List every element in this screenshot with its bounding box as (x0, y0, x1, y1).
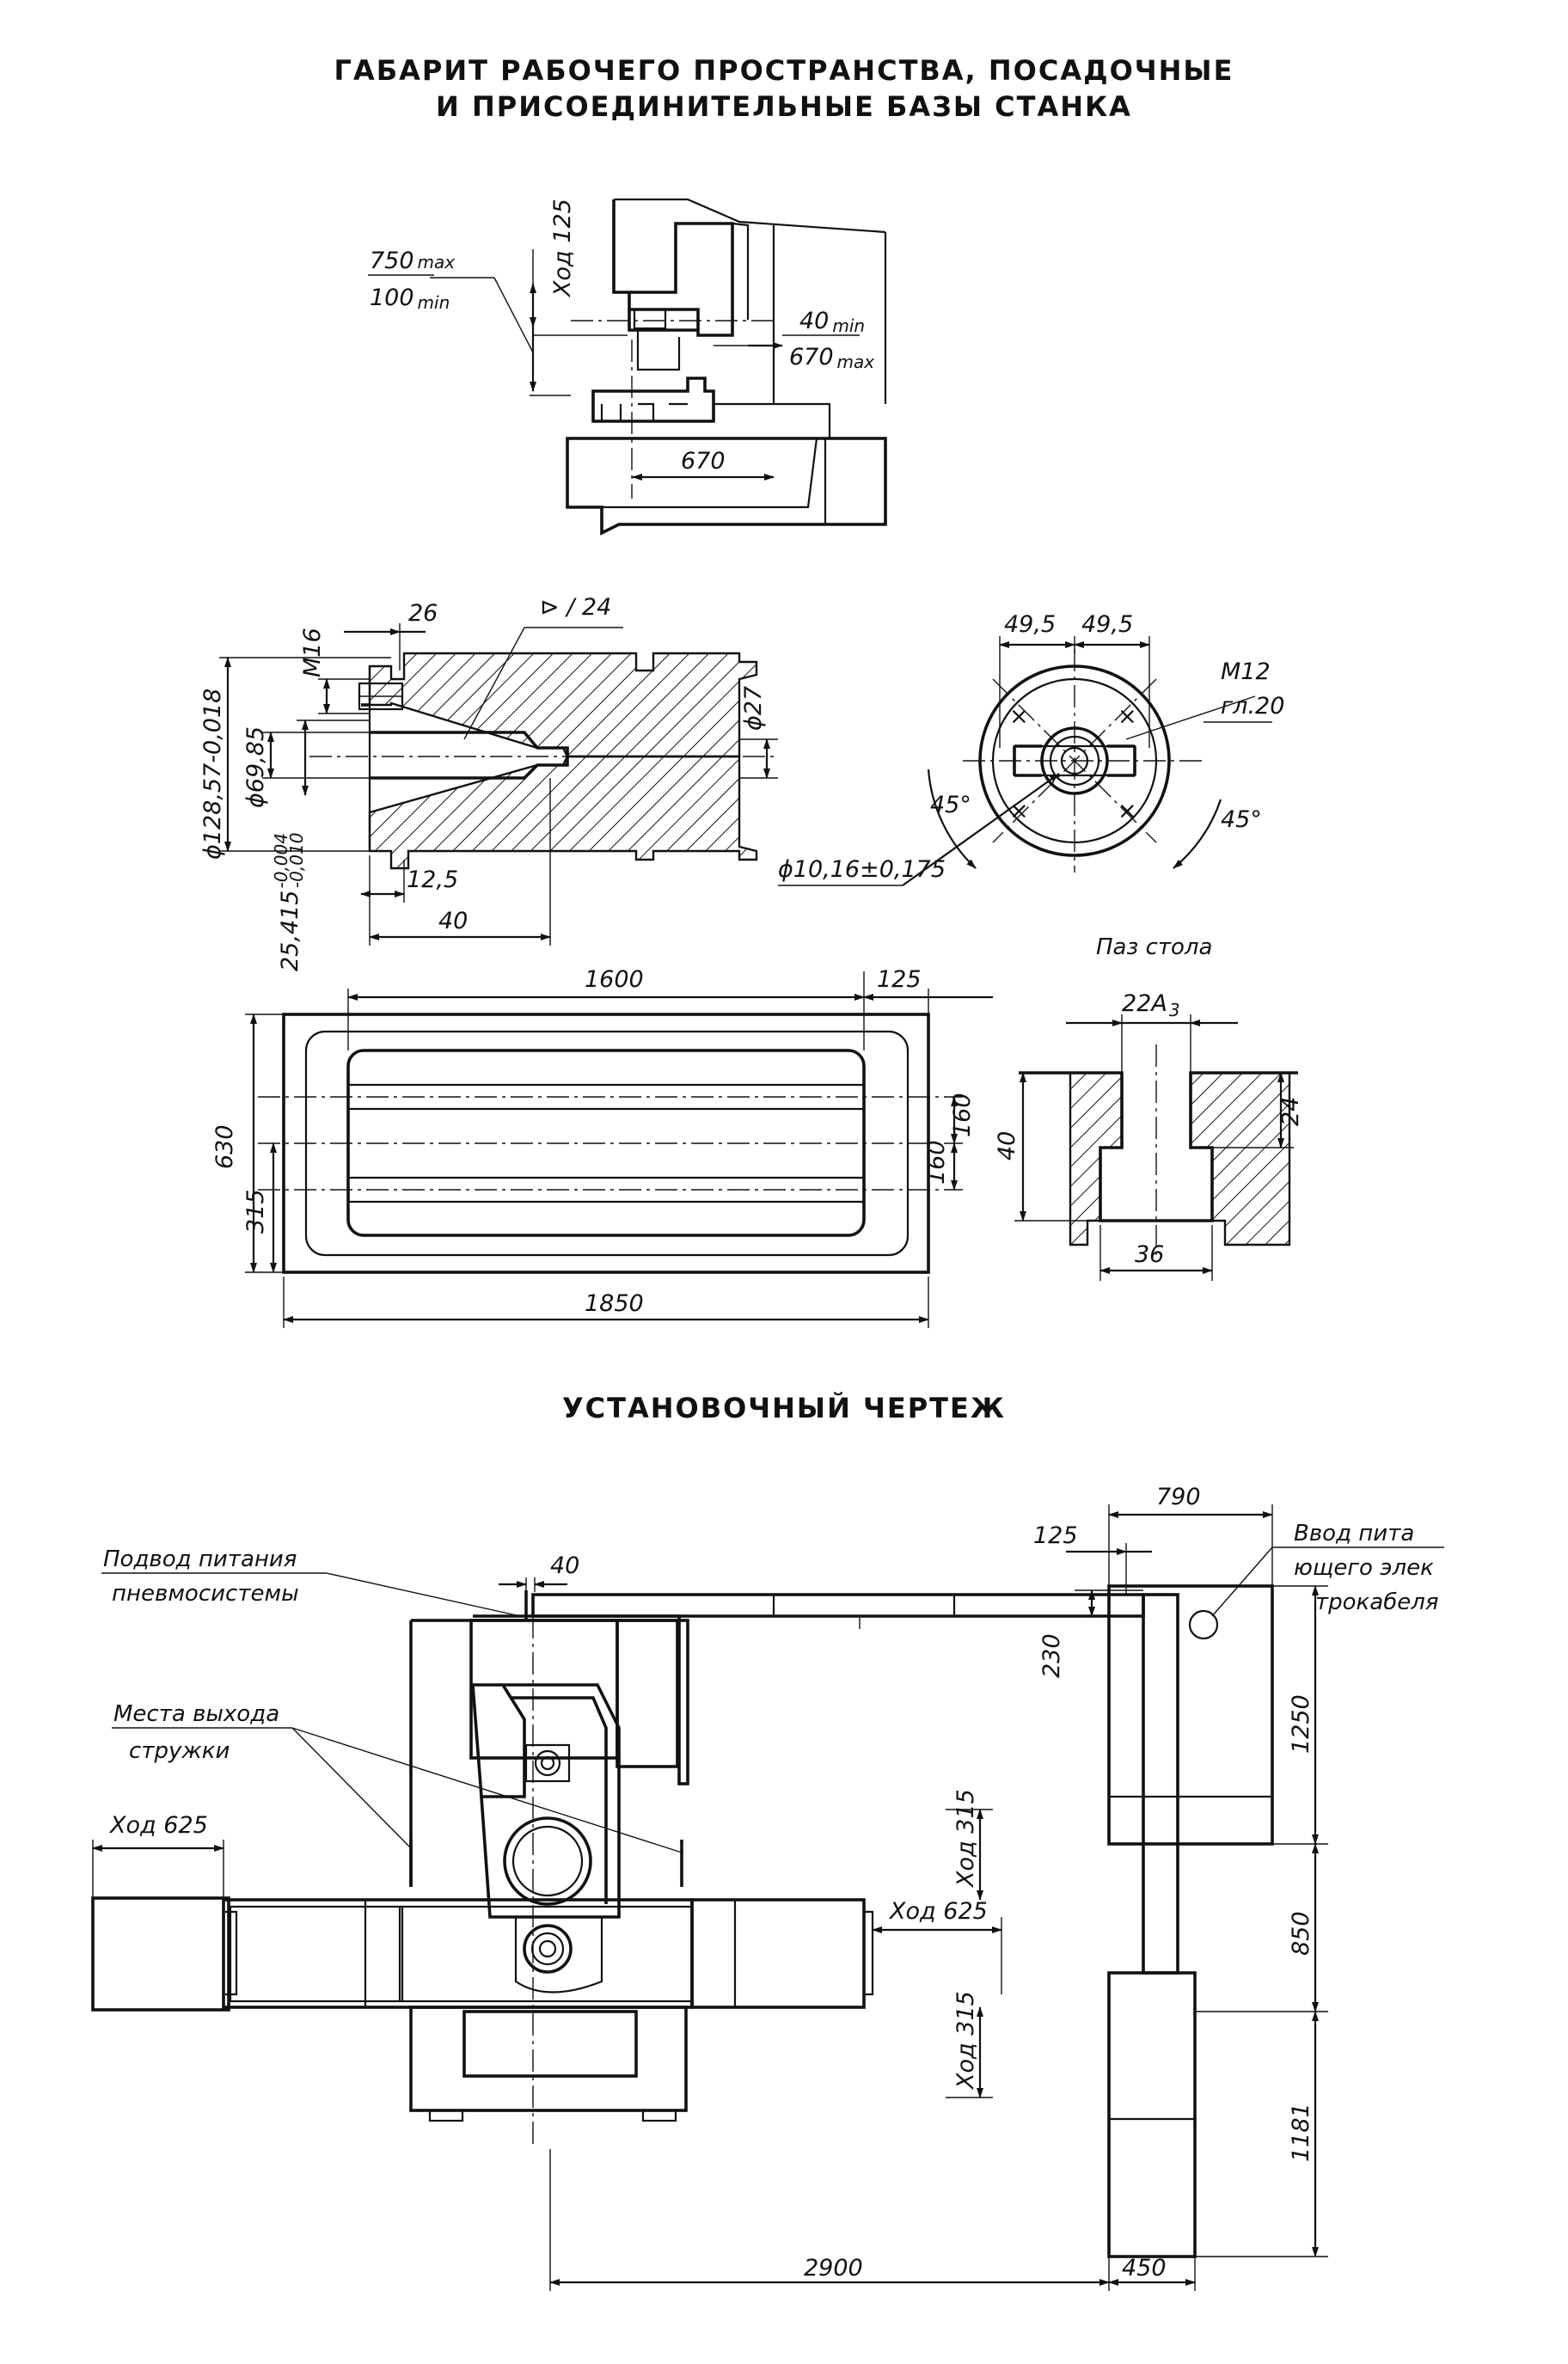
cable-entry-label-line2: ющего элек (1294, 1555, 1434, 1581)
table-slot-section (1014, 1014, 1298, 1281)
working-length-label: 1600 (585, 966, 644, 993)
svg-text:×: × (1118, 798, 1137, 824)
cabinet-height-middle-label: 850 (1288, 1911, 1314, 1956)
half-spacing-right-label: 49,5 (1081, 611, 1133, 638)
end-offset-label: 125 (877, 966, 922, 993)
lower-cabinet-width-label: 450 (1122, 2255, 1167, 2281)
angle-right-label: 45° (1221, 806, 1262, 833)
spindle-dim-labels: M16 26 ⊳ / 24 ϕ27 ϕ128,57-0,018 ϕ69,85 2… (199, 594, 767, 971)
pilot-length-label: 12,5 (407, 867, 458, 893)
slot-upper-depth-label: 24 (1277, 1097, 1304, 1126)
stroke-x-left-label: Ход 625 (108, 1812, 208, 1839)
taper-diameter-label: ϕ69,85 (242, 726, 269, 808)
installation-plan (91, 1504, 1444, 2291)
half-width-315-label: 315 (242, 1189, 269, 1234)
pilot-diameter-label: 25,415-0,004-0,010 (271, 833, 307, 971)
angle-left-label: 45° (930, 792, 971, 818)
pneumatic-supply-label-line1: Подвод питания (103, 1546, 297, 1572)
cable-entry-label-line3: трокабеля (1315, 1589, 1438, 1615)
cabinet-height-upper-label: 1250 (1288, 1694, 1314, 1754)
stroke-125-label: Ход 125 (549, 199, 576, 298)
chip-exit-label-line2: стружки (129, 1738, 230, 1764)
slot-total-depth-label: 40 (994, 1131, 1020, 1161)
table-slot-title: Паз стола (1096, 934, 1212, 960)
workspace-heading-line2: И ПРИСОЕДИНИТЕЛЬНЫЕ БАЗЫ СТАНКА (436, 90, 1132, 123)
thread-depth-label: гл.20 (1221, 693, 1284, 720)
workspace-heading-line1: ГАБАРИТ РАБОЧЕГО ПРОСТРАНСТВА, ПОСАДОЧНЫ… (334, 54, 1234, 87)
bore-diameter-label: ϕ27 (740, 686, 767, 731)
cabinet-width-label: 790 (1156, 1484, 1201, 1510)
installation-heading: УСТАНОВОЧНЫЙ ЧЕРТЕЖ (561, 1392, 1007, 1424)
pneumatic-supply-label-line2: пневмосистемы (112, 1581, 299, 1607)
overall-length-label: 1850 (585, 1290, 644, 1317)
spindle-face-view: × × × × (778, 636, 1272, 886)
depth-40-label: 40 (438, 908, 468, 934)
taper-label: ⊳ / 24 (540, 594, 611, 621)
table-plan-view (245, 971, 993, 1328)
center-diameter-label: ϕ10,16±0,175 (778, 856, 946, 883)
workspace-side-view (430, 198, 887, 536)
cable-drop-label: 230 (1038, 1633, 1065, 1678)
pneumatic-offset-label: 40 (550, 1553, 579, 1579)
key-width-label: 26 (408, 600, 438, 627)
installation-labels: Подвод питания пневмосистемы 40 Места вы… (103, 1484, 1438, 2281)
cable-offset-label: 125 (1033, 1522, 1078, 1549)
svg-text:×: × (1118, 703, 1137, 730)
stroke-y-lower-label: Ход 315 (952, 1991, 979, 2091)
chip-exit-label-line1: Места выхода (113, 1701, 279, 1727)
m12-label: M12 (1221, 658, 1271, 685)
m16-label: M16 (299, 628, 326, 677)
slot-pitch-upper-label: 160 (949, 1093, 976, 1137)
spindle-face-labels: 49,5 49,5 M12 гл.20 45° 45° ϕ10,16±0,175 (778, 611, 1284, 883)
table-plan-labels: 1600 125 630 315 160 160 1850 (211, 966, 976, 1317)
center-distance-label: 2900 (804, 2255, 863, 2281)
stroke-x-right-label: Ход 625 (888, 1898, 988, 1925)
outer-diameter-label: ϕ128,57-0,018 (199, 689, 226, 860)
svg-text:×: × (1009, 798, 1029, 824)
stroke-y-upper-label: Ход 315 (952, 1789, 979, 1889)
cable-entry-label-line1: Ввод пита (1294, 1521, 1414, 1546)
slot-bottom-width-label: 36 (1135, 1241, 1164, 1268)
cabinet-height-lower-label: 1181 (1288, 2103, 1314, 2162)
table-width-630-label: 630 (211, 1124, 238, 1169)
table-width-label: 670 (681, 448, 726, 475)
svg-text:×: × (1009, 703, 1029, 730)
slot-pitch-lower-label: 160 (923, 1140, 950, 1185)
half-spacing-left-label: 49,5 (1004, 611, 1056, 638)
spindle-section (219, 623, 778, 946)
